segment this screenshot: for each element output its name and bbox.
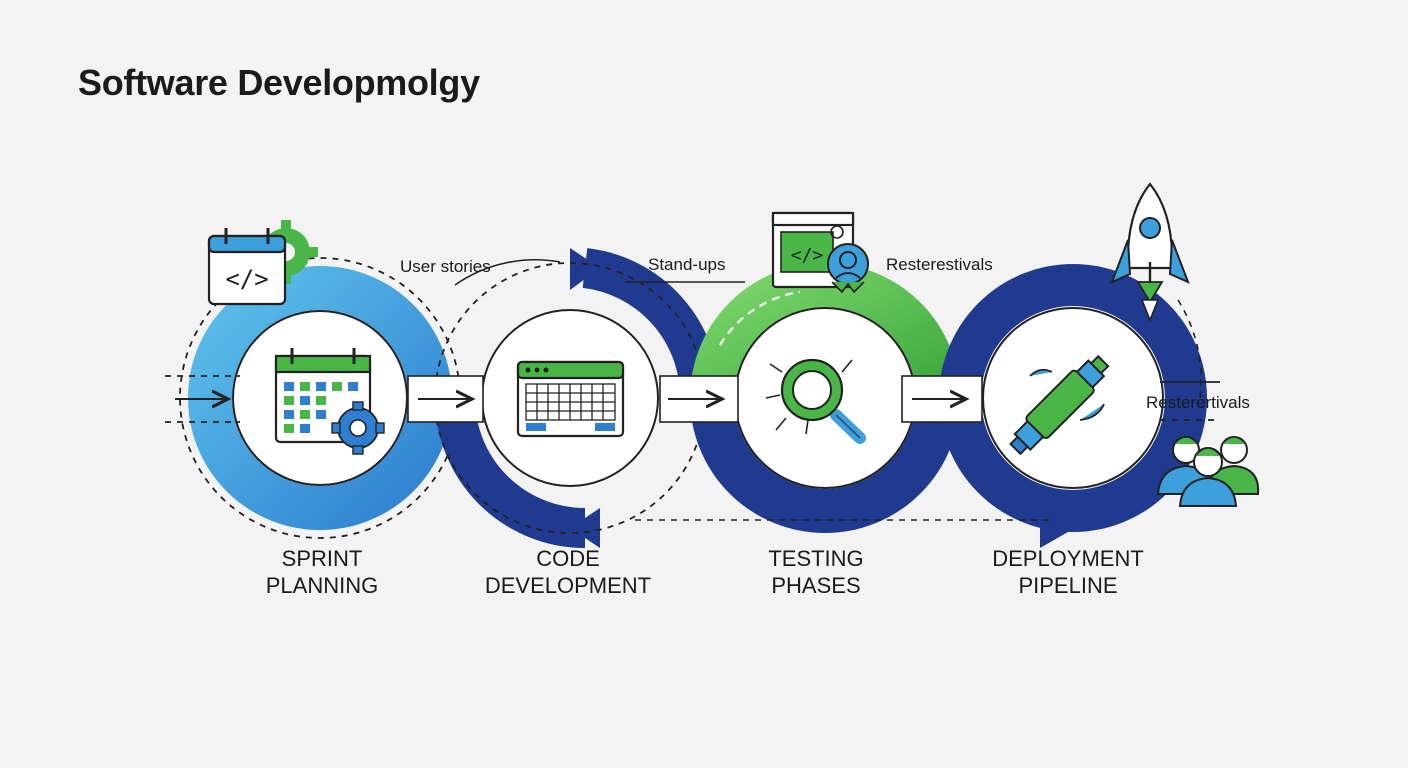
keyboard-icon [516,360,625,438]
plug-icon [1009,354,1110,456]
stage-label-testing-phases: TESTING PHASES [696,545,936,599]
annotation-retrospectives-right: Resterertivals [1146,393,1250,412]
stage-label-line1: DEPLOYMENT [992,546,1144,571]
code-calendar-icon: </> [207,220,318,306]
stage-label-code-development: CODE DEVELOPMENT [448,545,688,599]
stage-label-line2: PLANNING [265,573,379,598]
svg-text:</>: </> [791,245,824,266]
stage-label-sprint-planning: SPRINT PLANNING [202,545,442,599]
svg-text:</>: </> [225,265,268,293]
stage-label-line1: TESTING [768,546,864,571]
stage-label-line2: DEVELOPMENT [484,573,652,598]
stage-label-line1: CODE [536,546,600,571]
stage-label-line2: PHASES [771,573,861,598]
team-icon [1156,436,1260,507]
ring-deployment-pipeline [939,264,1207,548]
bug-magnifier-icon [765,358,866,444]
page-title: Software Developmolgy [78,62,480,103]
annotation-retrospectives-top: Resterestivals [886,255,993,274]
stage-label-line1: SPRINT [281,546,363,571]
annotation-user-stories: User stories [400,257,491,276]
arc-arrow-head [570,508,600,548]
rocket-icon [1110,182,1190,323]
stage-label-deployment-pipeline: DEPLOYMENT PIPELINE [948,545,1188,599]
annotation-standups: Stand-ups [648,255,726,274]
user-badge-icon [827,243,869,294]
calendar-gear-icon [274,348,385,455]
flow-connectors [165,259,1220,521]
arc-arrow-head [570,248,600,290]
stage-label-line2: PIPELINE [1018,573,1118,598]
